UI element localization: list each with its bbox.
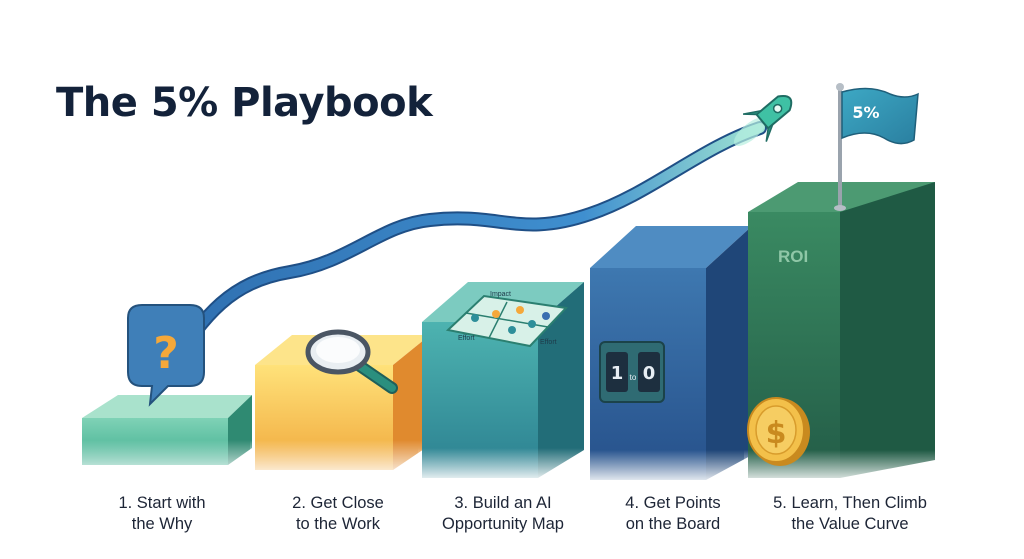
coin-symbol: $ — [766, 416, 787, 451]
flag-text: 5% — [852, 103, 879, 122]
step-1-block — [80, 395, 260, 480]
opportunity-map-grid-icon: Impact Effort Effort — [445, 291, 569, 348]
score-left: 1 — [611, 363, 624, 384]
scoreboard-icon: 1 to 0 — [599, 341, 665, 403]
step-5-label-line-2: the Value Curve — [791, 515, 909, 533]
step-4-label: 4. Get Points on the Board — [588, 493, 758, 535]
svg-text:?: ? — [153, 328, 179, 379]
flag-icon: 5% — [834, 83, 919, 211]
page-title: The 5% Playbook — [56, 80, 433, 126]
step-2-label: 2. Get Close to the Work — [253, 493, 423, 535]
step-5-label-line-1: 5. Learn, Then Climb — [773, 494, 927, 512]
step-4-label-line-2: on the Board — [625, 515, 721, 533]
question-mark-speech-bubble-icon: ? — [127, 304, 205, 407]
step-5-label: 5. Learn, Then Climb the Value Curve — [760, 493, 940, 535]
map-label-right: Effort — [540, 339, 557, 346]
step-2-label-line-1: 2. Get Close — [292, 494, 384, 512]
roi-label: ROI — [778, 247, 808, 266]
score-right: 0 — [643, 363, 656, 384]
step-1-label-line-2: the Why — [131, 515, 193, 533]
growth-curve-ribbon — [165, 121, 767, 372]
score-mid: to — [630, 373, 637, 382]
step-5-block: ROI — [744, 182, 939, 485]
step-1-label-line-1: 1. Start with — [118, 494, 206, 512]
map-label-left: Effort — [458, 335, 475, 342]
step-3-label-line-2: Opportunity Map — [442, 515, 564, 533]
step-4-label-line-1: 4. Get Points — [625, 494, 721, 512]
step-2-label-line-2: to the Work — [295, 515, 381, 533]
step-3-label-line-1: 3. Build an AI — [454, 494, 552, 512]
step-1-label: 1. Start with the Why — [77, 493, 247, 535]
map-label-top: Impact — [490, 291, 511, 298]
magnifying-glass-icon — [305, 329, 398, 394]
rocket-icon — [733, 95, 793, 146]
step-3-label: 3. Build an AI Opportunity Map — [418, 493, 588, 535]
coin-icon: $ — [747, 397, 810, 466]
